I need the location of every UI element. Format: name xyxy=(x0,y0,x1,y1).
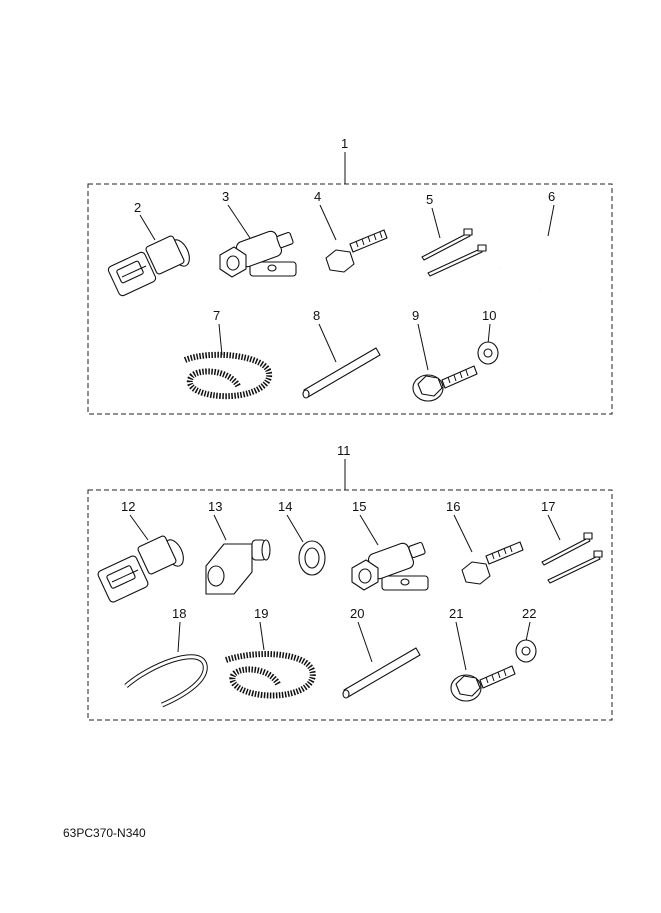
callout-22: 22 xyxy=(522,606,536,621)
part-20-rod: 20 xyxy=(342,606,421,699)
part-6-hose: 6 xyxy=(498,189,580,292)
part-16-bolt: 16 xyxy=(446,499,524,585)
part-14-washer: 14 xyxy=(278,499,326,576)
part-17-cable-ties: 17 xyxy=(541,499,603,584)
part-12-pressure-sensor: 12 xyxy=(97,499,184,603)
part-4-bolt: 4 xyxy=(314,189,388,273)
callout-15: 15 xyxy=(352,499,366,514)
part-5-cable-ties: 5 xyxy=(421,192,487,277)
callout-2: 2 xyxy=(134,200,141,215)
callout-9: 9 xyxy=(412,308,419,323)
callout-14: 14 xyxy=(278,499,292,514)
callout-10: 10 xyxy=(482,308,496,323)
callout-19: 19 xyxy=(254,606,268,621)
callout-8: 8 xyxy=(313,308,320,323)
part-18-hose: 18 xyxy=(124,606,208,708)
part-19-coil-tube: 19 xyxy=(225,606,316,699)
kit-b-group: 11 12 13 14 xyxy=(87,443,613,721)
part-3-adapter-bracket: 3 xyxy=(219,189,297,278)
callout-16: 16 xyxy=(446,499,460,514)
callout-20: 20 xyxy=(350,606,364,621)
part-13-adapter-fitting: 13 xyxy=(205,499,271,595)
kit-b-boundary xyxy=(87,489,613,721)
callout-5: 5 xyxy=(426,192,433,207)
part-21-flange-bolt: 21 xyxy=(449,606,516,702)
callout-4: 4 xyxy=(314,189,321,204)
callout-3: 3 xyxy=(222,189,229,204)
callout-7: 7 xyxy=(213,308,220,323)
callout-6: 6 xyxy=(548,189,555,204)
reference-code: 63PC370-N340 xyxy=(63,826,146,840)
kit-a-boundary xyxy=(87,183,613,415)
part-8-rod: 8 xyxy=(302,308,381,399)
callout-17: 17 xyxy=(541,499,555,514)
part-15-adapter-bracket: 15 xyxy=(351,499,429,591)
callout-13: 13 xyxy=(208,499,222,514)
kit-a-number: 1 xyxy=(341,136,348,151)
callout-21: 21 xyxy=(449,606,463,621)
part-10-washer: 10 xyxy=(477,308,499,365)
callout-12: 12 xyxy=(121,499,135,514)
part-9-flange-bolt: 9 xyxy=(412,308,478,402)
part-7-coil-tube: 7 xyxy=(183,308,273,400)
kit-a-group: 1 2 3 4 xyxy=(87,136,613,415)
part-22-washer: 22 xyxy=(515,606,537,663)
callout-18: 18 xyxy=(172,606,186,621)
part-2-pressure-sensor: 2 xyxy=(107,200,190,297)
kit-b-number: 11 xyxy=(337,443,351,458)
